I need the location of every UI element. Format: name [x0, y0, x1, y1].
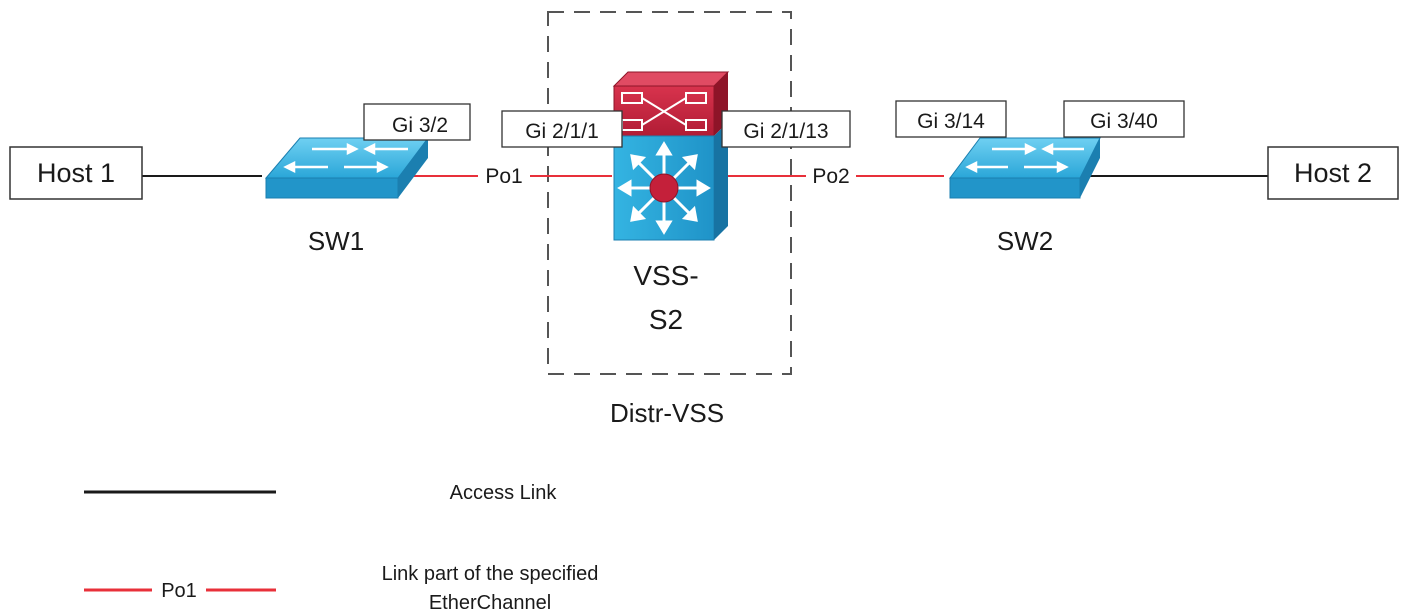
legend-ether-sample-label: Po1	[161, 580, 197, 602]
layer2-switch-icon	[264, 137, 429, 199]
sw1-node[interactable]: SW1	[264, 137, 429, 256]
vss-core-switch-icon	[612, 71, 730, 241]
host2-node[interactable]: Host 2	[1267, 146, 1399, 200]
interface-label-vss-right: Gi 2/1/13	[721, 110, 851, 148]
interface-label-sw1-uplink: Gi 3/2	[363, 103, 471, 141]
interface-label-vss-left: Gi 2/1/1	[501, 110, 623, 148]
host1-node[interactable]: Host 1	[9, 146, 143, 200]
svg-text:Gi 3/40: Gi 3/40	[1090, 110, 1158, 133]
svg-text:Gi 3/2: Gi 3/2	[392, 114, 448, 137]
svg-text:Gi 2/1/1: Gi 2/1/1	[525, 120, 599, 143]
svg-text:Gi 3/14: Gi 3/14	[917, 110, 985, 133]
sw2-node[interactable]: SW2	[949, 137, 1101, 256]
interface-label-sw2-host: Gi 3/40	[1063, 100, 1185, 138]
vss-group-label: Distr-VSS	[610, 398, 724, 428]
sw2-label: SW2	[997, 226, 1053, 256]
vss-group-boundary	[547, 11, 792, 375]
svg-text:Gi 2/1/13: Gi 2/1/13	[743, 120, 828, 143]
vss-label-line1: VSS-	[633, 260, 698, 291]
po2-label: Po2	[812, 165, 849, 188]
interface-label-sw2-uplink: Gi 3/14	[895, 100, 1007, 138]
layer2-switch-icon	[949, 137, 1101, 199]
host2-label: Host 2	[1294, 158, 1372, 188]
host1-label: Host 1	[37, 158, 115, 188]
vss-label-line2: S2	[649, 304, 683, 335]
legend-access-label: Access Link	[450, 482, 558, 504]
vss-core-node[interactable]: VSS- S2	[612, 71, 730, 335]
legend-ether-label-line2: EtherChannel	[429, 592, 551, 614]
legend: Access Link Po1 Link part of the specifi…	[84, 482, 598, 614]
po1-label: Po1	[485, 165, 522, 188]
legend-ether-label-line1: Link part of the specified	[382, 563, 599, 585]
sw1-label: SW1	[308, 226, 364, 256]
